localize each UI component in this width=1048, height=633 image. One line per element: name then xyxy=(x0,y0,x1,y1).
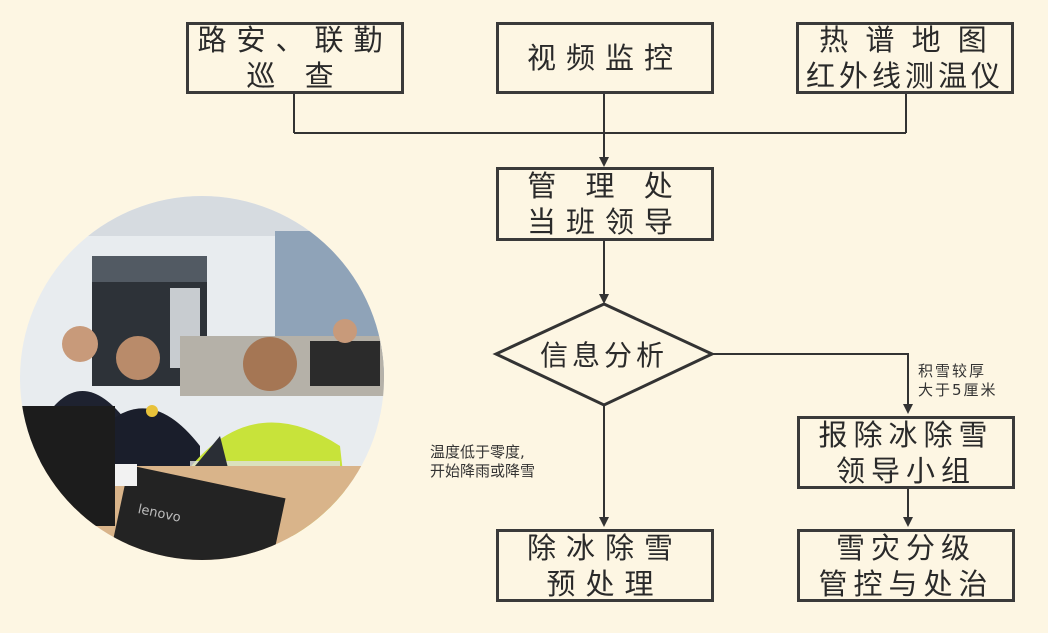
source-box-patrol: 路安、联勤 巡 查 xyxy=(186,22,404,94)
source-box-thermal: 热 谱 地 图 红外线测温仪 xyxy=(796,22,1014,94)
leader-box: 管 理 处 当班领导 xyxy=(496,167,714,241)
source-box-thermal-label: 热 谱 地 图 红外线测温仪 xyxy=(805,23,1004,93)
graded-control-label: 雪灾分级 管控与处治 xyxy=(818,530,994,601)
branch-right-label: 积雪较厚 大于5厘米 xyxy=(918,362,998,399)
emergency-group-box: 报除冰除雪 领导小组 xyxy=(797,416,1015,489)
graded-control-box: 雪灾分级 管控与处治 xyxy=(797,529,1015,602)
source-box-video-label: 视频监控 xyxy=(526,41,683,75)
pre-treatment-box: 除冰除雪 预处理 xyxy=(496,529,714,602)
emergency-group-label: 报除冰除雪 领导小组 xyxy=(818,417,994,488)
control-room-photo: lenovo xyxy=(20,196,384,560)
decision-label: 信息分析 xyxy=(539,339,668,372)
pre-treatment-label: 除冰除雪 预处理 xyxy=(526,530,683,601)
connector-decision-right xyxy=(712,353,913,414)
branch-down-label: 温度低于零度, 开始降雨或降雪 xyxy=(430,443,536,480)
photo-illustration: lenovo xyxy=(20,196,384,560)
source-box-video: 视频监控 xyxy=(496,22,714,94)
leader-box-label: 管 理 处 当班领导 xyxy=(526,169,683,239)
decision-diamond xyxy=(492,302,716,407)
source-box-patrol-label: 路安、联勤 巡 查 xyxy=(197,23,393,93)
